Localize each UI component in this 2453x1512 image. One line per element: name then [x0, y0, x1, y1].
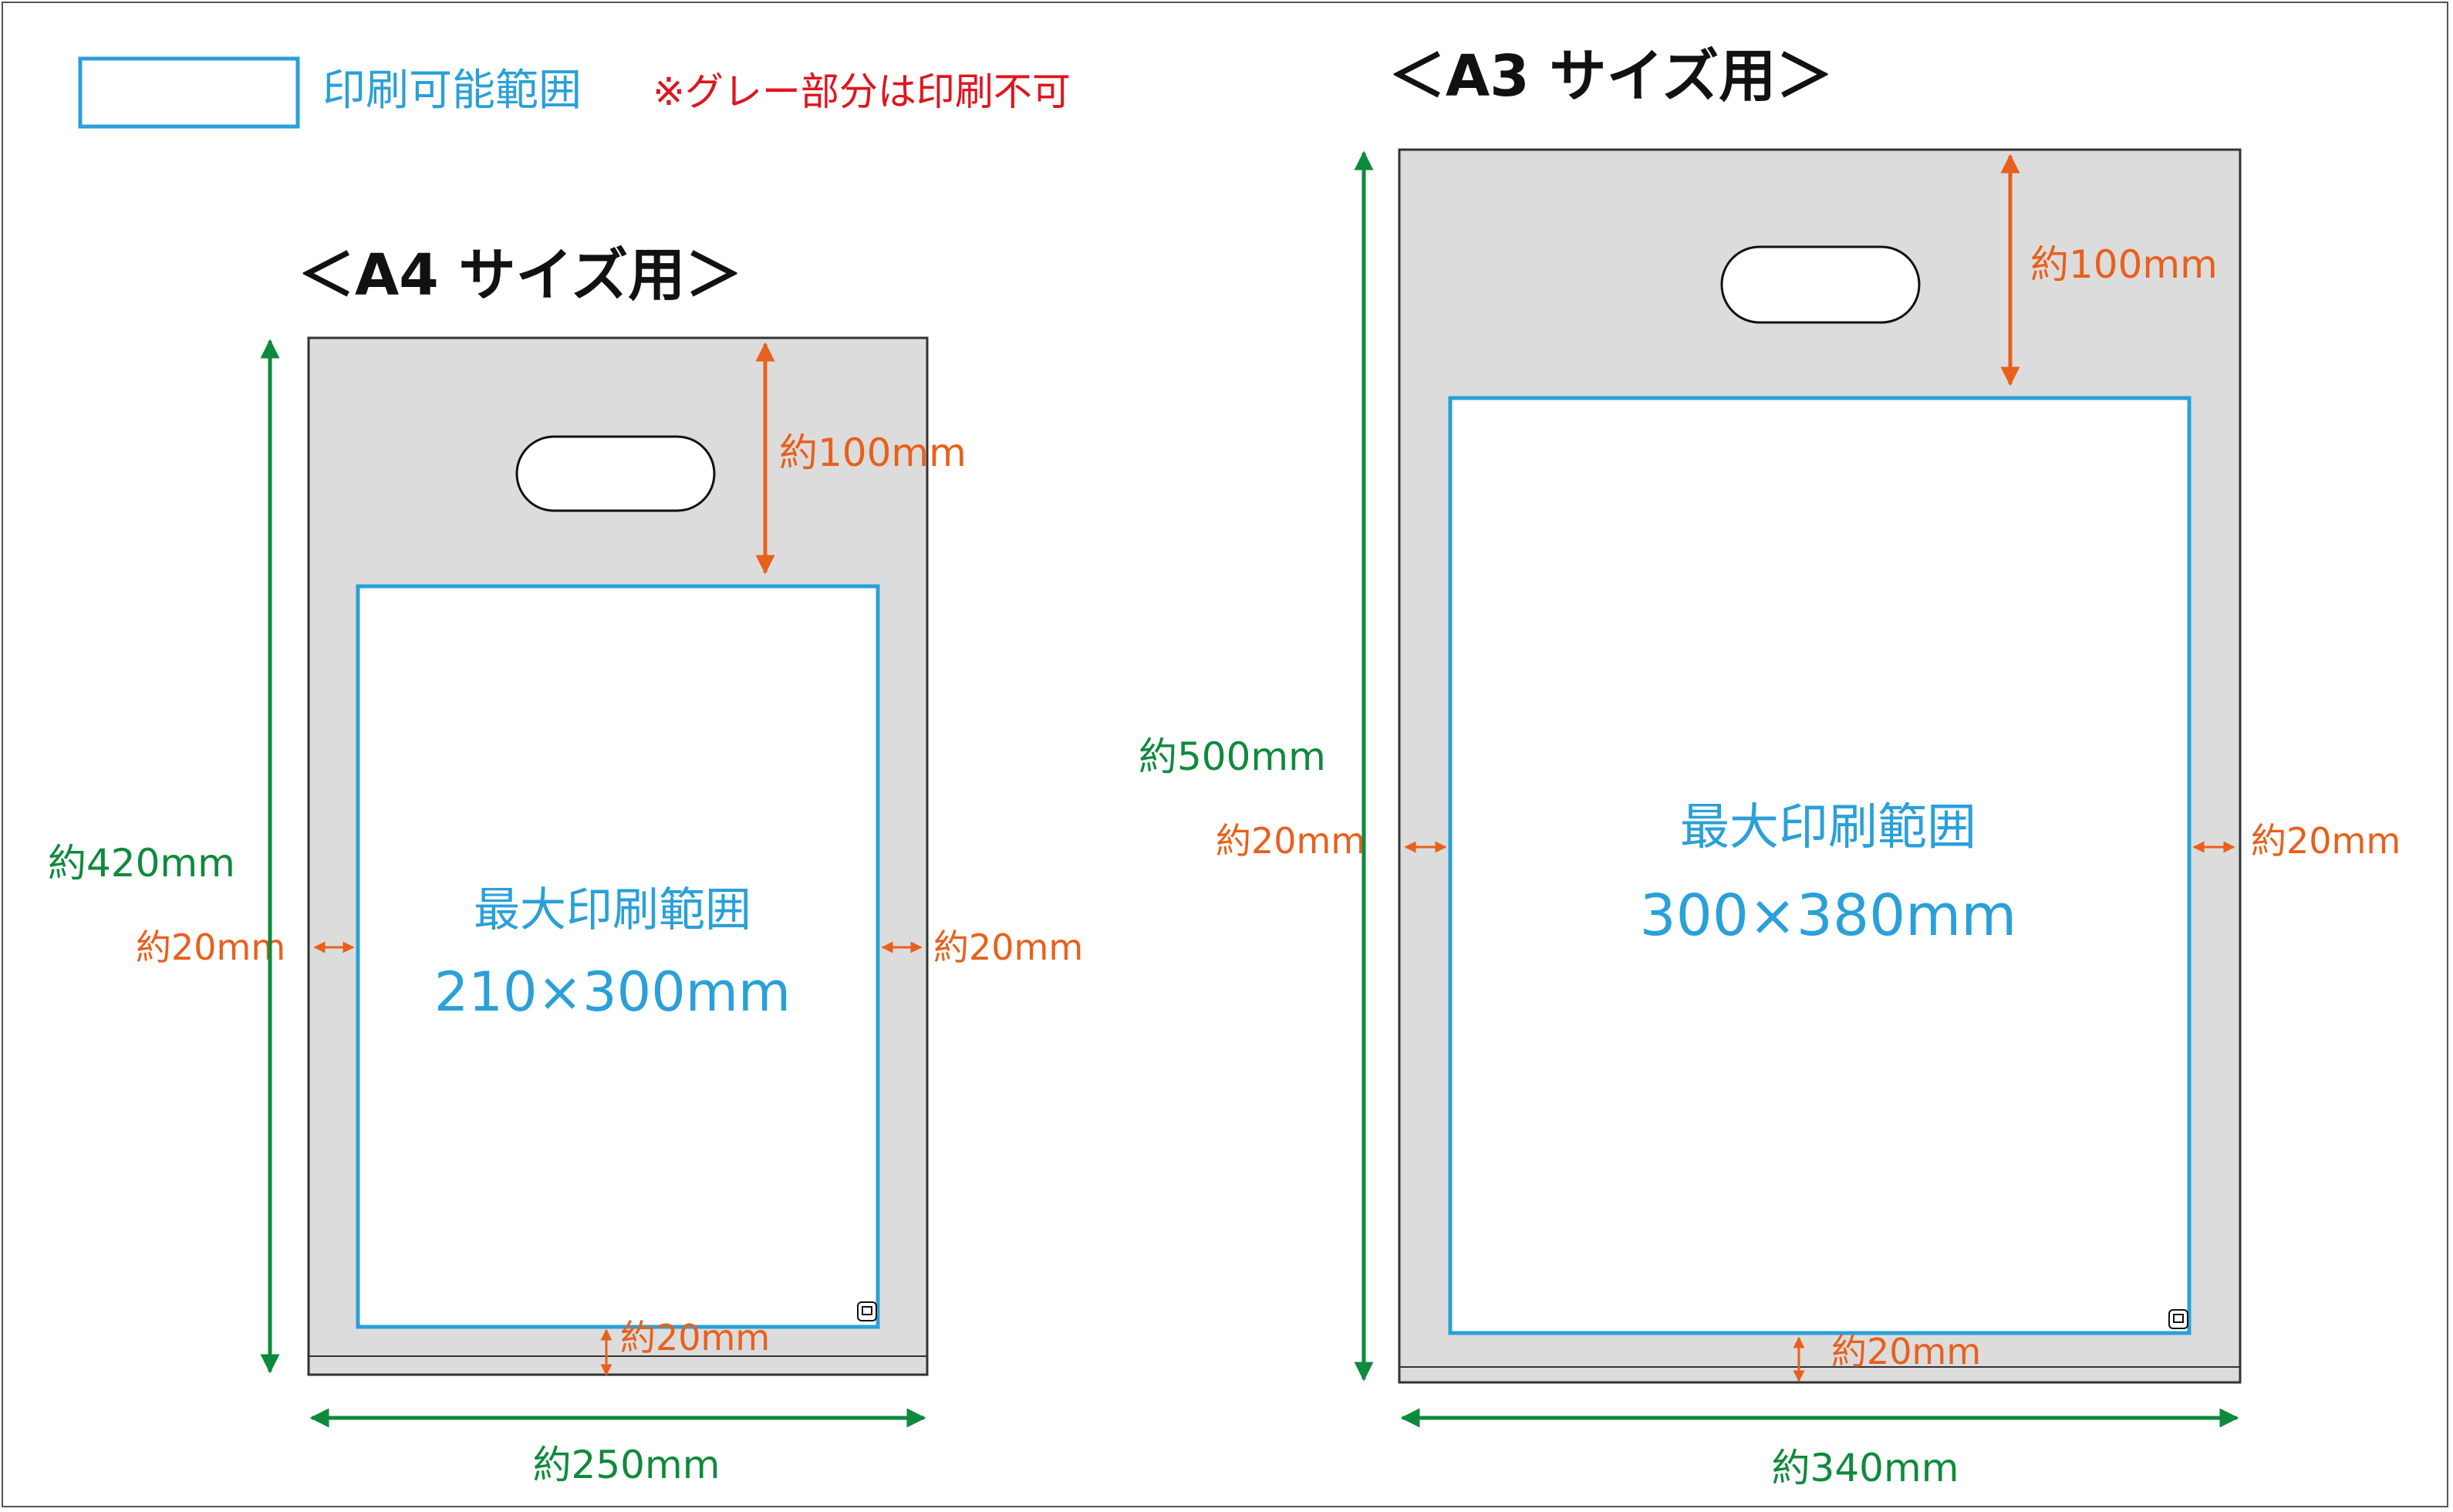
a3-height-label: 約500mm [1139, 734, 1326, 779]
a4-handle-hole [515, 435, 716, 512]
a3-bottom-label: 約20mm [1831, 1331, 1981, 1372]
a3-print-area-size: 300×380mm [1640, 883, 2017, 949]
a4-bag-diagram: ＜A4 サイズ用＞ 最大印刷範囲 210×300mm 約100mm 約20mm … [48, 242, 1083, 1487]
a3-width-label: 約340mm [1772, 1446, 1959, 1490]
legend: 印刷可能範囲 ※グレー部分は印刷不可 [78, 56, 1071, 129]
legend-print-area-swatch [78, 56, 300, 129]
a4-width-label: 約250mm [533, 1443, 720, 1487]
a4-print-area-label: 最大印刷範囲 [474, 883, 751, 937]
a4-title: ＜A4 サイズ用＞ [298, 242, 742, 309]
a4-bottom-label: 約20mm [620, 1317, 770, 1358]
a4-print-area [356, 584, 880, 1329]
legend-print-area-label: 印刷可能範囲 [322, 66, 582, 116]
a3-title: ＜A3 サイズ用＞ [1388, 43, 1833, 110]
a3-print-area-label: 最大印刷範囲 [1680, 799, 1976, 856]
a4-left-label: 約20mm [136, 926, 285, 968]
a4-right-label: 約20mm [933, 926, 1083, 968]
a4-corner-mark [857, 1301, 877, 1321]
a3-top-label: 約100mm [2030, 242, 2218, 287]
a3-right-label: 約20mm [2251, 820, 2401, 862]
legend-note: ※グレー部分は印刷不可 [653, 69, 1071, 114]
a3-bag-diagram: ＜A3 サイズ用＞ 最大印刷範囲 300×380mm 約100mm 約20mm … [1139, 43, 2401, 1490]
a4-print-area-size: 210×300mm [434, 960, 791, 1024]
a4-height-label: 約420mm [48, 841, 235, 886]
a4-top-label: 約100mm [779, 430, 967, 475]
a3-left-label: 約20mm [1216, 820, 1365, 862]
a3-corner-mark [2168, 1309, 2188, 1329]
a3-print-area [1448, 396, 2192, 1335]
a3-handle-hole [1720, 245, 1921, 324]
